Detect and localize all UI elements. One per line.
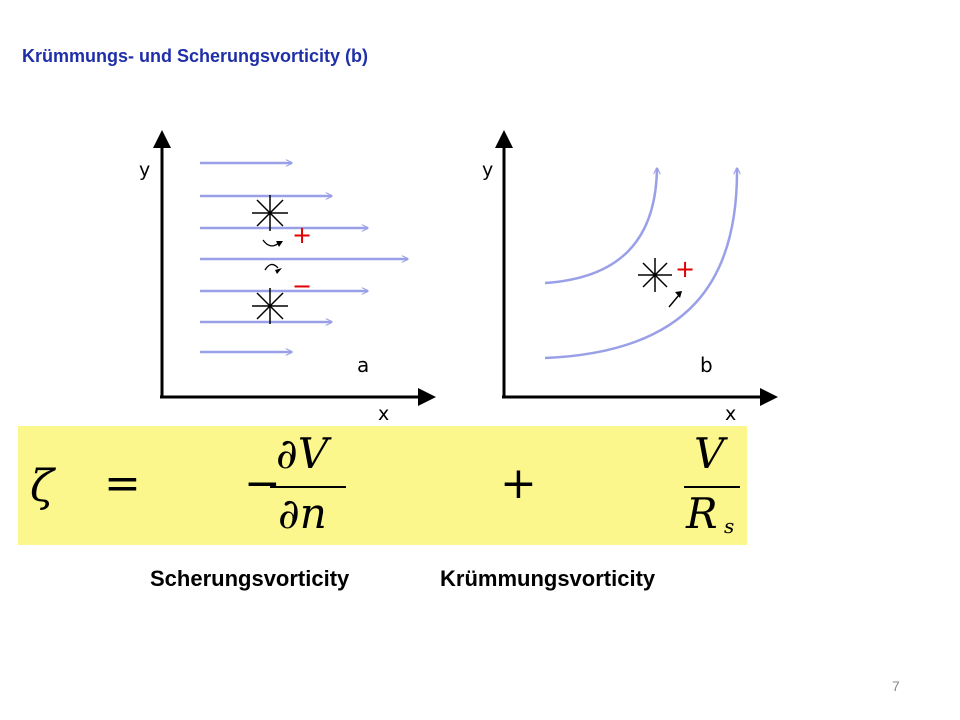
panel-b-label: b bbox=[700, 353, 713, 377]
panel-a-x-arrowhead bbox=[418, 388, 436, 406]
clockwise-rotation-icon bbox=[264, 263, 279, 271]
shear-vorticity-caption: Scherungsvorticity bbox=[150, 566, 350, 591]
negative-vorticity-sign: − bbox=[292, 272, 312, 300]
positive-vorticity-sign: + bbox=[292, 221, 312, 249]
formula-equals: = bbox=[104, 458, 141, 509]
formula-numerator-v: V bbox=[694, 429, 725, 478]
flow-arrow bbox=[544, 168, 737, 360]
formula-minus: − bbox=[244, 458, 281, 509]
rotation-arrowhead bbox=[675, 291, 682, 298]
paddle-wheel-icon bbox=[638, 258, 672, 292]
formula-box: ζ = − ∂V ∂n + V R s bbox=[18, 426, 747, 545]
curved-flow-arrows bbox=[544, 168, 737, 360]
formula-denominator-subscript: s bbox=[724, 514, 735, 538]
panel-b-x-label: x bbox=[725, 403, 736, 425]
panel-a-label: a bbox=[357, 353, 369, 377]
fraction-bar bbox=[270, 486, 346, 488]
positive-vorticity-sign: + bbox=[675, 255, 695, 283]
counterclockwise-rotation-icon bbox=[262, 239, 280, 247]
formula-denominator-r: R bbox=[686, 489, 718, 538]
panel-a-y-label: y bbox=[139, 159, 150, 181]
formula-denominator-dn: ∂n bbox=[278, 489, 327, 538]
flow-arrow bbox=[544, 168, 657, 285]
formula-numerator-dv: ∂V bbox=[276, 429, 329, 478]
panel-a: y x a + − bbox=[139, 130, 436, 425]
shear-flow-arrows bbox=[200, 163, 408, 352]
formula-zeta: ζ bbox=[30, 461, 54, 512]
paddle-wheel-icon bbox=[252, 288, 288, 324]
rotation-arrow-icon bbox=[668, 294, 680, 308]
fraction-bar bbox=[684, 486, 740, 488]
curvature-vorticity-caption: Krümmungsvorticity bbox=[440, 566, 656, 591]
slide-title: Krümmungs- und Scherungsvorticity (b) bbox=[22, 46, 369, 66]
rotation-arrowhead bbox=[276, 241, 283, 247]
page-number: 7 bbox=[892, 678, 900, 694]
panel-b-y-arrowhead bbox=[495, 130, 513, 148]
panel-a-x-label: x bbox=[378, 403, 389, 425]
panel-a-y-arrowhead bbox=[153, 130, 171, 148]
vorticity-diagram: y x a + − bbox=[139, 130, 778, 425]
paddle-wheel-icon bbox=[252, 195, 288, 231]
panel-b-x-arrowhead bbox=[760, 388, 778, 406]
panel-b-y-label: y bbox=[482, 159, 493, 181]
formula-plus: + bbox=[500, 458, 537, 509]
rotation-arrowhead bbox=[275, 268, 282, 274]
panel-b: y x b + bbox=[482, 130, 778, 425]
